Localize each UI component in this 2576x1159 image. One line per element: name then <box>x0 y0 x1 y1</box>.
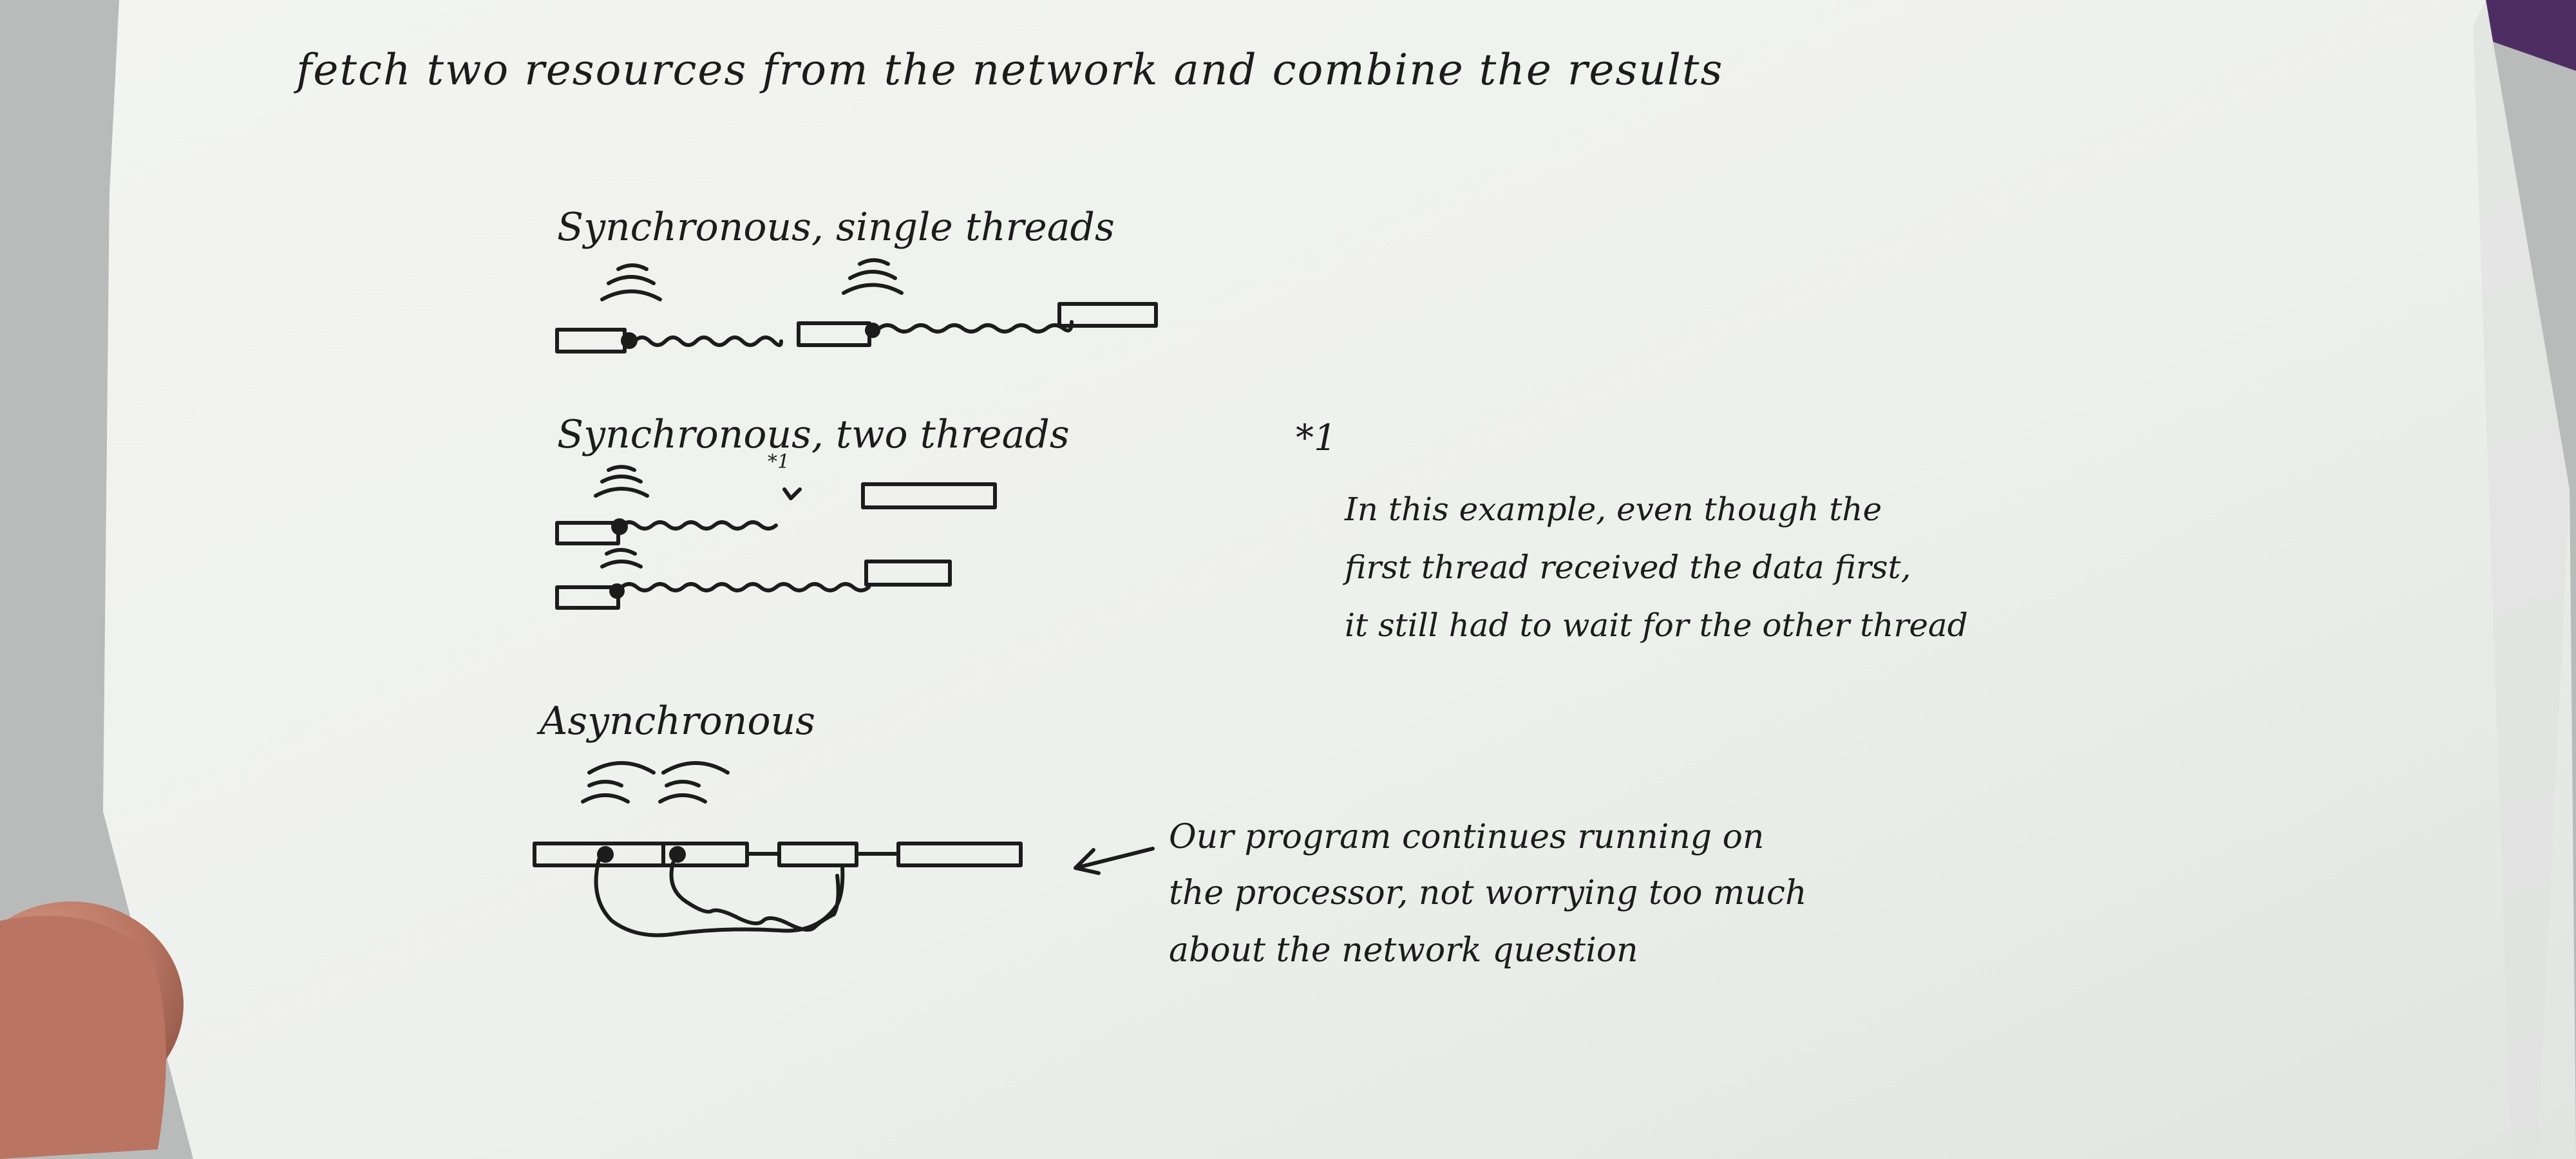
signal-icon <box>600 548 643 569</box>
async-note-line: the processor, not worrying too much <box>1169 874 1807 912</box>
section-title-sync-two: Synchronous, two threads <box>557 412 1070 457</box>
network-wait <box>669 861 840 932</box>
section-title-sync-single: Synchronous, single threads <box>557 205 1115 250</box>
footnote-marker-small: *1 <box>768 451 790 473</box>
timeline-two-threads <box>555 465 997 610</box>
section-title-async: Asynchronous <box>540 699 815 744</box>
signal-icon <box>581 780 630 804</box>
network-wait <box>632 335 783 347</box>
network-wait <box>620 582 871 592</box>
ink-drawings <box>533 258 1158 938</box>
page-title: fetch two resources from the network and… <box>296 45 1724 95</box>
cpu-block <box>864 560 952 587</box>
arrow-left-icon <box>1074 847 1155 875</box>
arrow-down-icon <box>782 487 802 500</box>
signal-icon <box>842 258 904 295</box>
cpu-block <box>861 482 997 509</box>
cpu-block <box>1057 302 1158 328</box>
async-note-line: about the network question <box>1169 931 1638 970</box>
footnote-line: first thread received the data first, <box>1345 549 1911 586</box>
network-wait <box>877 320 1074 334</box>
timeline-single-thread <box>555 258 1158 353</box>
async-note-line: Our program continues running on <box>1169 818 1765 856</box>
signal-icon <box>587 761 730 775</box>
signal-icon <box>600 263 662 301</box>
signal-icon <box>658 780 707 804</box>
network-wait <box>620 520 778 531</box>
radio-dots <box>597 323 880 863</box>
thumb <box>0 916 166 1159</box>
timeline-async <box>533 761 1023 938</box>
footnote-line: In this example, even though the <box>1345 491 1882 528</box>
paper-sheet <box>103 0 2576 1159</box>
signal-icon <box>594 465 649 498</box>
footnote-marker: *1 <box>1296 417 1337 459</box>
footnote-line: it still had to wait for the other threa… <box>1345 607 1968 644</box>
